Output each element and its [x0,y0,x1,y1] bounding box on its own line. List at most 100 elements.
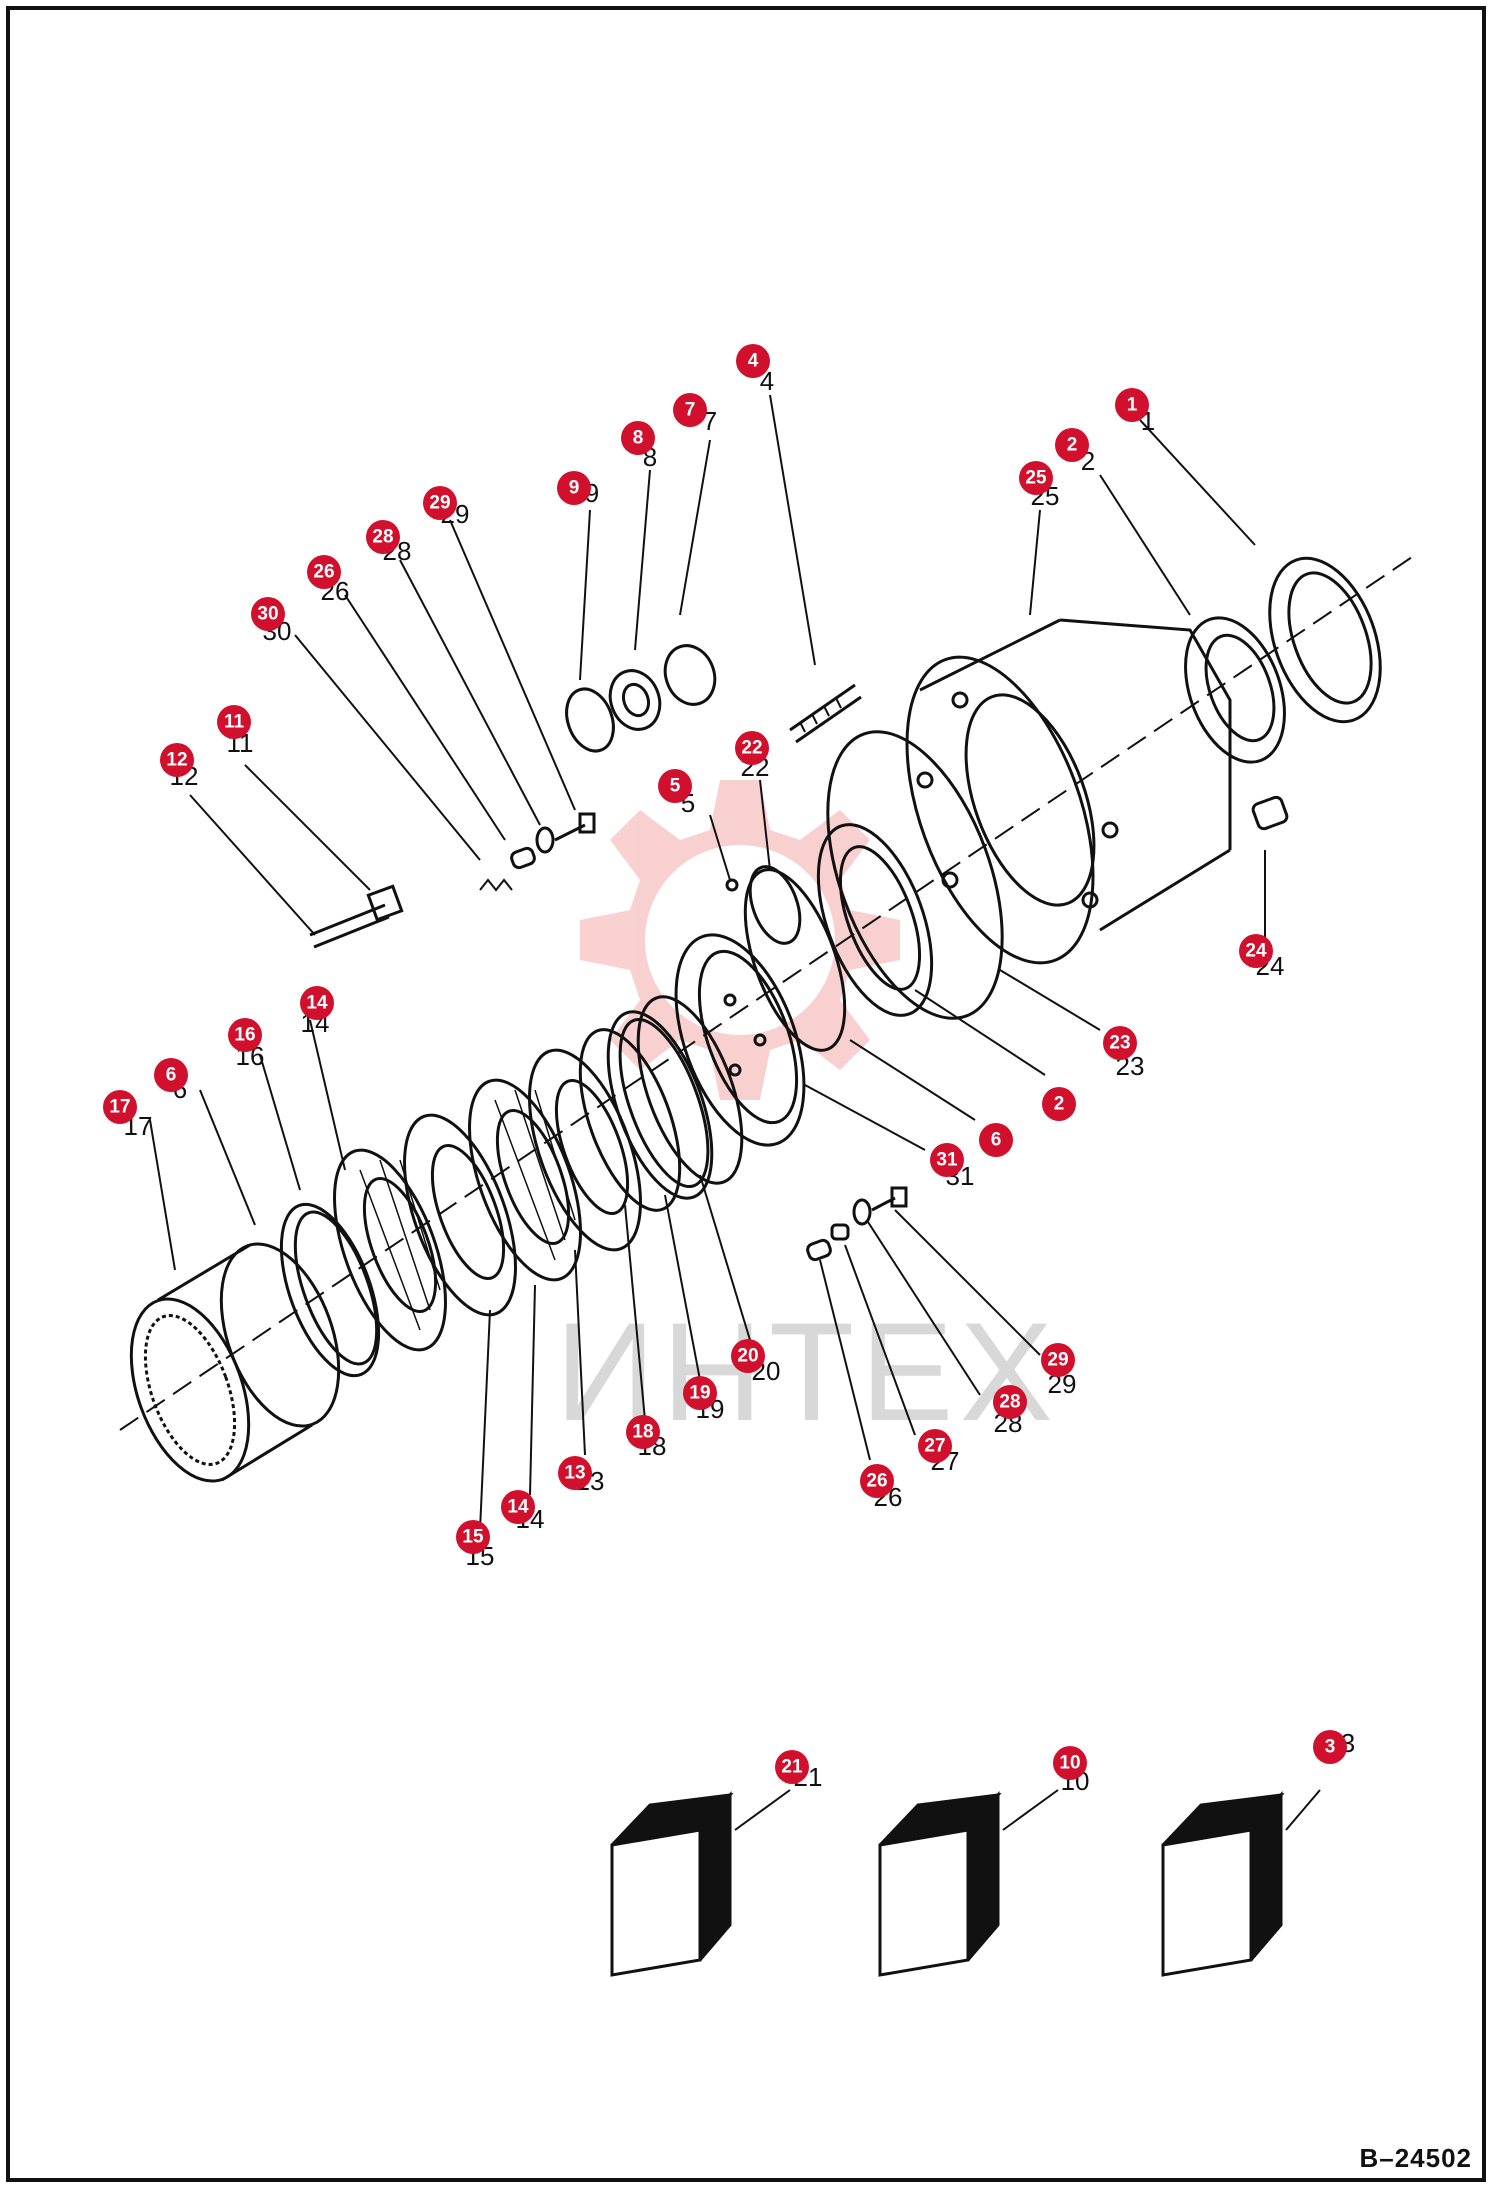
svg-text:6: 6 [166,1065,177,1086]
part-20-seal [636,995,744,1185]
svg-text:29: 29 [1047,1350,1068,1371]
callout-14a[interactable]: 14 [300,986,334,1020]
svg-text:9: 9 [569,478,580,499]
svg-text:29: 29 [429,493,450,514]
part-26-pin-lower [806,1238,832,1262]
svg-text:8: 8 [633,428,644,449]
callout-5[interactable]: 5 [658,769,692,803]
svg-text:30: 30 [257,604,278,625]
part-22-snap-ring [748,865,802,945]
callout-29a[interactable]: 29 [423,486,457,520]
part-15-plate [403,1113,517,1317]
svg-text:23: 23 [1109,1033,1130,1054]
callout-30[interactable]: 30 [251,597,285,631]
callout-6a[interactable]: 6 [154,1058,188,1092]
part-30-spring [479,878,513,892]
callout-23[interactable]: 23 [1103,1026,1137,1060]
part-2-bearing [816,823,934,1017]
callout-17[interactable]: 17 [103,1090,137,1124]
svg-text:14: 14 [306,993,328,1014]
svg-text:2: 2 [1067,435,1078,456]
drawing-id: B–24502 [1359,2143,1472,2173]
part-14-friction-disc-2 [468,1078,582,1282]
callout-29b[interactable]: 29 [1041,1343,1075,1377]
callout-3[interactable]: 3 [1313,1730,1347,1764]
svg-text:26: 26 [313,562,334,583]
leader-lines [149,394,1321,1831]
part-31-piston [674,933,806,1147]
part-24-plug [1251,795,1289,831]
callout-18[interactable]: 18 [626,1415,660,1449]
svg-text:7: 7 [685,400,696,421]
callout-14b[interactable]: 14 [501,1490,535,1524]
part-26-pin [510,846,536,870]
callout-25[interactable]: 25 [1019,461,1053,495]
svg-text:4: 4 [748,351,759,372]
part-19-seal [606,1010,714,1200]
svg-text:25: 25 [1025,468,1047,489]
callout-31[interactable]: 31 [930,1143,964,1177]
part-12-bolt [309,884,404,949]
callout-4[interactable]: 4 [736,344,770,378]
svg-text:28: 28 [372,527,393,548]
svg-text:14: 14 [507,1497,529,1518]
part-14-friction-disc [333,1148,447,1352]
svg-text:11: 11 [224,712,245,733]
svg-text:20: 20 [737,1346,758,1367]
svg-text:24: 24 [1245,941,1267,962]
svg-text:21: 21 [781,1757,803,1778]
callout-21[interactable]: 21 [775,1750,809,1784]
kit-21-box [610,1790,734,1977]
svg-text:26: 26 [866,1471,887,1492]
svg-text:10: 10 [1059,1753,1080,1774]
svg-text:13: 13 [564,1463,585,1484]
part-7-retainer [663,644,717,706]
callout-19[interactable]: 19 [683,1376,717,1410]
svg-text:16: 16 [234,1025,255,1046]
svg-text:27: 27 [924,1436,945,1457]
svg-text:2: 2 [1054,1094,1065,1115]
callout-28b[interactable]: 28 [993,1385,1027,1419]
callout-26a[interactable]: 26 [307,555,341,589]
part-29-screw [554,812,596,842]
part-29-screw-lower [871,1186,908,1212]
callout-12[interactable]: 12 [160,743,194,777]
callout-16[interactable]: 16 [228,1018,262,1052]
callout-7[interactable]: 7 [673,393,707,427]
svg-text:12: 12 [166,750,187,771]
svg-text:3: 3 [1325,1737,1336,1758]
part-23-o-ring [826,730,1004,1020]
callout-6b[interactable]: 6 [979,1123,1013,1157]
part-2-bearing-upper [1184,616,1286,764]
callout-22[interactable]: 22 [735,731,769,765]
svg-text:18: 18 [632,1422,653,1443]
svg-text:1: 1 [1127,395,1138,416]
svg-text:31: 31 [936,1150,958,1171]
kit-3-box [1161,1790,1285,1977]
callout-2a[interactable]: 2 [1055,428,1089,462]
callout-1[interactable]: 1 [1115,388,1149,422]
part-28-washer-lower [852,1198,872,1226]
part-4-stud [789,683,862,744]
callout-24[interactable]: 24 [1239,934,1273,968]
part-28-washer [535,826,555,854]
callout-26b[interactable]: 26 [860,1464,894,1498]
callout-28a[interactable]: 28 [366,520,400,554]
part-9-snap-ring [565,687,615,753]
callout-8[interactable]: 8 [621,421,655,455]
callout-2b[interactable]: 2 [1042,1087,1076,1121]
callout-11[interactable]: 11 [217,705,251,739]
callout-15[interactable]: 15 [456,1520,490,1554]
callout-9[interactable]: 9 [557,471,591,505]
svg-text:15: 15 [462,1527,484,1548]
callout-13[interactable]: 13 [558,1456,592,1490]
svg-text:22: 22 [741,738,762,759]
watermark-gear [580,780,900,1100]
callout-20[interactable]: 20 [731,1339,765,1373]
callout-10[interactable]: 10 [1053,1746,1087,1780]
kit-10-box [878,1790,1002,1977]
svg-text:5: 5 [670,776,681,797]
part-16-snap-ring [279,1202,381,1378]
callout-27[interactable]: 27 [918,1429,952,1463]
